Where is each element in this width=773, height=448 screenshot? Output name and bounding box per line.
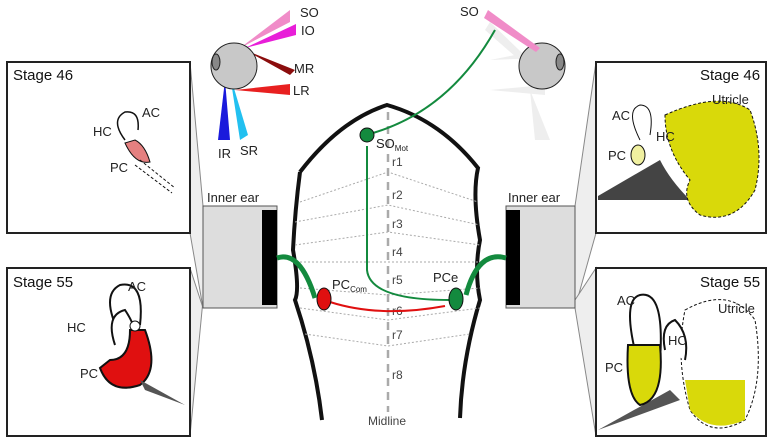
- rhombomere-boundaries: [294, 171, 481, 347]
- r3-label: r3: [392, 217, 403, 231]
- svg-text:HC: HC: [656, 129, 675, 144]
- pce-label: PCe: [433, 270, 458, 285]
- panel-right-stage-55: Stage 55 AC HC PC Utricle: [595, 267, 767, 437]
- so-mot-neuron: [359, 127, 375, 143]
- right-upper-wedge: [574, 61, 597, 309]
- panel-left-stage-46: Stage 46 AC HC PC: [6, 61, 191, 234]
- pccom-label: PCCom: [332, 277, 367, 294]
- panel-title: Stage 55: [700, 274, 760, 291]
- panel-title: Stage 55: [13, 274, 73, 291]
- label-right-so: SO: [460, 4, 479, 19]
- svg-text:PC: PC: [110, 160, 128, 175]
- svg-text:HC: HC: [93, 124, 112, 139]
- svg-text:AC: AC: [142, 105, 160, 120]
- pce-axon: [366, 146, 451, 301]
- inner-ear-left-label: Inner ear: [207, 190, 260, 205]
- svg-text:AC: AC: [617, 293, 635, 308]
- vestibular-nerve-right: [463, 254, 507, 296]
- label-so: SO: [300, 5, 319, 20]
- vestibular-nerve-left: [276, 254, 318, 299]
- svg-text:PC: PC: [608, 148, 626, 163]
- label-sr: SR: [240, 143, 258, 158]
- panel-left-stage-55: Stage 55 AC HC PC: [6, 267, 191, 437]
- eyeball-icon: [210, 42, 258, 90]
- r4-label: r4: [392, 245, 403, 259]
- so-mot-label: SOMot: [376, 136, 409, 153]
- svg-text:HC: HC: [668, 333, 687, 348]
- panel-title: Stage 46: [13, 67, 73, 84]
- panel-right-stage-46: Stage 46 AC HC PC Utricle: [595, 61, 767, 234]
- left-upper-wedge: [189, 61, 204, 309]
- r8-label: r8: [392, 368, 403, 382]
- svg-text:HC: HC: [67, 320, 86, 335]
- left-eye: SO IO MR LR IR SR: [210, 5, 319, 161]
- inner-ear-right-label: Inner ear: [508, 190, 561, 205]
- pccom-neuron: [316, 287, 332, 311]
- midline-label: Midline: [368, 414, 406, 428]
- svg-text:AC: AC: [612, 108, 630, 123]
- r7-label: r7: [392, 328, 403, 342]
- svg-text:PC: PC: [80, 366, 98, 381]
- utricle-label: Utricle: [712, 92, 749, 107]
- pce-neuron: [448, 287, 464, 311]
- right-eye: SO: [460, 4, 566, 140]
- label-io: IO: [301, 23, 315, 38]
- eyeball-icon: [518, 42, 566, 90]
- so-axon: [372, 29, 496, 134]
- label-mr: MR: [294, 61, 314, 76]
- svg-text:AC: AC: [128, 279, 146, 294]
- pccom-axon: [329, 301, 446, 313]
- panel-title: Stage 46: [700, 67, 760, 84]
- r2-label: r2: [392, 188, 403, 202]
- svg-text:PC: PC: [605, 360, 623, 375]
- hindbrain-outline: [290, 102, 483, 421]
- r5-label: r5: [392, 273, 403, 287]
- label-lr: LR: [293, 83, 310, 98]
- r1-label: r1: [392, 155, 403, 169]
- label-ir: IR: [218, 146, 231, 161]
- utricle-label: Utricle: [718, 301, 755, 316]
